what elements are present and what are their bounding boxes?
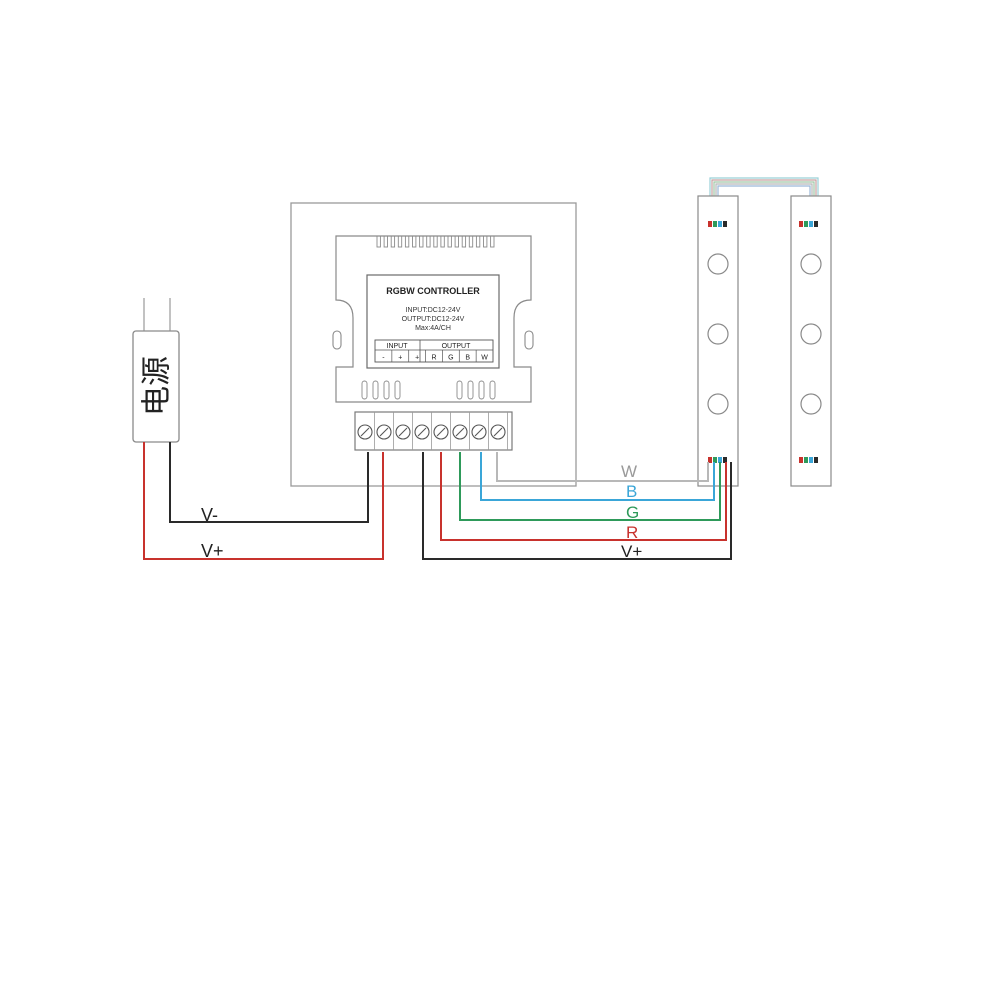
rgbw-controller: RGBW CONTROLLER INPUT:DC12-24V OUTPUT:DC… [290,202,577,487]
led-chip [800,323,822,345]
solder-pad [718,457,722,463]
led-chip [707,323,729,345]
vent-tooth [461,235,467,248]
solder-pads [708,221,818,463]
vent-ribs-left [361,380,401,400]
label-supply-negative: V- [201,505,218,525]
vent-rib [467,380,474,400]
solder-pad [809,457,813,463]
power-supply: 电源 [132,298,180,443]
terminal-table-cell: W [481,355,488,362]
vent-rib [478,380,485,400]
terminal-table-cell: R [431,355,436,362]
solder-pad [713,457,717,463]
vent-tooth [383,235,388,248]
vent-tooth [440,235,445,248]
vent-tooth [426,235,431,248]
solder-pad [814,221,818,227]
solder-pad [708,457,712,463]
wire-red [440,452,727,541]
label-wire-vplus: V+ [621,542,642,561]
vent-tooth [433,235,438,248]
vent-rib [394,380,401,400]
terminal-table-cell: B [465,355,470,362]
vent-rib [372,380,379,400]
solder-pad [804,457,808,463]
output-header: OUTPUT [442,343,472,350]
solder-pad [814,457,818,463]
solder-pad [708,221,712,227]
terminal-screws [357,412,508,450]
input-header: INPUT [387,343,409,350]
led-strips [697,177,832,487]
vent-rib [489,380,496,400]
controller-label-sticker [366,274,500,369]
solder-pad [718,221,722,227]
label-wire-b: B [626,482,637,501]
vent-tooth [419,235,424,248]
led-chip [707,393,729,415]
vent-teeth [376,235,495,248]
led-chip [800,253,822,275]
wires [143,442,732,560]
wire-blue [480,452,715,501]
vent-tooth [404,235,410,248]
label-supply-positive: V+ [201,541,224,561]
solder-pad [799,457,803,463]
controller-max-spec: Max:4A/CH [415,325,451,332]
vent-tooth [468,235,474,248]
power-supply-label: 电源 [140,356,175,416]
terminal-table-cells: - + + R G B W [382,350,488,362]
controller-input-spec: INPUT:DC12-24V [406,307,461,314]
solder-pad [713,221,717,227]
led-chip [800,393,822,415]
vent-rib [456,380,463,400]
wire-white [496,452,709,482]
controller-output-spec: OUTPUT:DC12-24V [402,316,465,323]
solder-pad [723,457,727,463]
vent-tooth [454,235,459,248]
label-wire-g: G [626,503,639,522]
wire-vplus-to-strip [422,452,732,560]
terminal-table-cell: + [415,355,419,362]
vent-tooth [397,235,403,248]
vent-tooth [412,235,417,248]
solder-pad [799,221,803,227]
solder-pad [809,221,813,227]
vent-tooth [475,235,481,248]
terminal-table-cell: G [448,355,453,362]
vent-rib [361,380,368,400]
led-chips [707,253,822,415]
terminal-table-cell: + [398,355,402,362]
power-supply-box [132,330,180,443]
mounting-slot-left [332,330,342,350]
terminal-table-cell: - [382,355,385,362]
wire-supply-negative [169,442,369,523]
vent-ribs-right [456,380,496,400]
label-wire-r: R [626,523,638,542]
mounting-slot-right [524,330,534,350]
vent-tooth [376,235,381,248]
label-wire-w: W [621,462,637,481]
vent-tooth [483,235,488,248]
vent-rib [383,380,390,400]
vent-tooth [490,235,495,248]
vent-tooth [390,235,396,248]
wire-supply-positive [143,442,384,560]
vent-tooth [447,235,452,248]
solder-pad [804,221,808,227]
solder-pad [723,221,727,227]
led-chip [707,253,729,275]
terminal-table [374,339,494,363]
wire-green [459,452,721,521]
controller-title: RGBW CONTROLLER [386,286,480,296]
